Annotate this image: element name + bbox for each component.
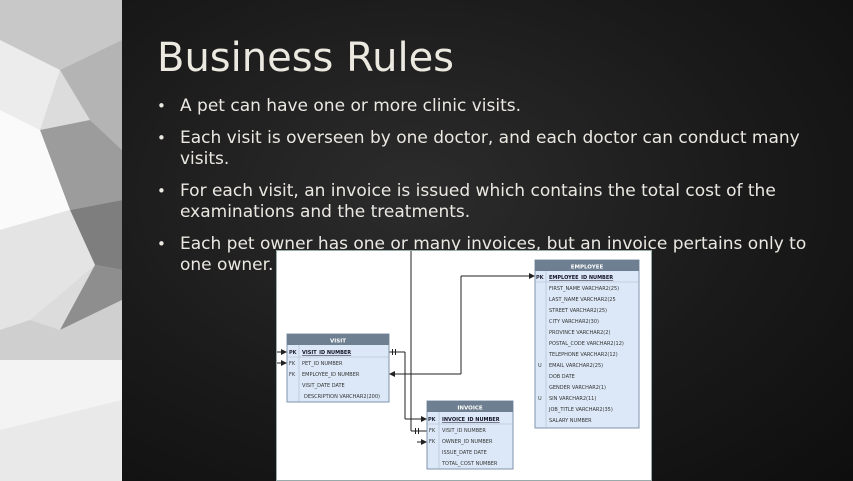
invoice-table: INVOICE PK INVOICE_ID NUMBER FK VISIT_ID… [426,400,514,470]
table-name: INVOICE [457,406,483,412]
column-name: EMAIL VARCHAR2(25) [549,363,603,369]
arrow-head [281,349,287,355]
erd-diagram-image: VISIT PK VISIT_ID NUMBER FK PET_ID NUMBE… [276,250,652,481]
table-body [286,333,390,403]
cardinality-mark [415,428,416,434]
column-name: GENDER VARCHAR2(1) [549,385,606,391]
key-label: PK [289,350,298,356]
column-name: SALARY NUMBER [549,418,592,424]
column-name: CITY VARCHAR2(30) [549,319,599,325]
arrow-head [421,439,427,445]
table-body [426,400,514,470]
employee-table: EMPLOYEE PK EMPLOYEE_ID NUMBER FIRST_NAM… [534,259,640,429]
column-name: OWNER_ID NUMBER [442,439,493,445]
column-name: EMPLOYEE_ID NUMBER [302,372,360,378]
arrow-head [389,371,395,377]
relationship-markers [281,273,535,445]
arrow-head [529,273,535,279]
column-name: INVOICE_ID NUMBER [442,417,500,423]
cardinality-mark [392,349,393,355]
column-name: ISSUE_DATE DATE [442,450,487,456]
table-header [427,401,513,412]
slide-title: Business Rules [157,35,455,81]
table-name: VISIT [330,339,346,345]
column-name: VISIT_ID NUMBER [302,350,351,356]
table-name: EMPLOYEE [571,265,604,271]
column-name: SIN VARCHAR2(11) [549,396,596,402]
cardinality-mark [418,428,419,434]
visit-table: VISIT PK VISIT_ID NUMBER FK PET_ID NUMBE… [286,333,390,403]
key-label: PK [428,417,437,423]
column-name: DOB DATE [549,374,575,380]
bullet-item: A pet can have one or more clinic visits… [157,96,827,117]
column-name: TELEPHONE VARCHAR2(12) [548,352,618,358]
column-name: VISIT_ID NUMBER [442,428,486,434]
key-label: FK [289,372,296,378]
column-name: STREET VARCHAR2(25) [549,308,607,314]
key-label: U [538,363,542,369]
key-label: FK [289,361,296,367]
table-body [534,259,640,429]
key-label: FK [429,428,436,434]
table-header [287,334,389,345]
geometric-pattern-graphic [0,0,122,481]
column-name: DESCRIPTION VARCHAR2(200) [304,394,380,400]
column-name: EMPLOYEE_ID NUMBER [549,275,613,281]
column-name: TOTAL_COST NUMBER [441,461,498,467]
column-name: FIRST_NAME VARCHAR2(25) [549,286,619,292]
column-name: PROVINCE VARCHAR2(2) [549,330,610,336]
table-header [535,260,639,271]
arrow-head [281,360,287,366]
erd-diagram: VISIT PK VISIT_ID NUMBER FK PET_ID NUMBE… [277,251,640,470]
column-name: POSTAL_CODE VARCHAR2(12) [549,341,624,347]
arrow-head [421,416,427,422]
decorative-panel [0,0,122,481]
key-label: U [538,396,542,402]
bullet-item: Each pet owner has one or many invoices,… [157,234,827,276]
column-name: LAST_NAME VARCHAR2(25 [549,297,616,303]
column-name: JOB_TITLE VARCHAR2(35) [548,407,613,413]
column-name: VISIT_DATE DATE [302,383,345,389]
bullet-list: A pet can have one or more clinic visits… [157,96,827,287]
key-label: FK [429,439,436,445]
key-label: PK [536,275,545,281]
bullet-item: Each visit is overseen by one doctor, an… [157,128,827,170]
bullet-item: For each visit, an invoice is issued whi… [157,181,827,223]
cardinality-mark [395,349,396,355]
column-name: PET_ID NUMBER [302,361,343,367]
